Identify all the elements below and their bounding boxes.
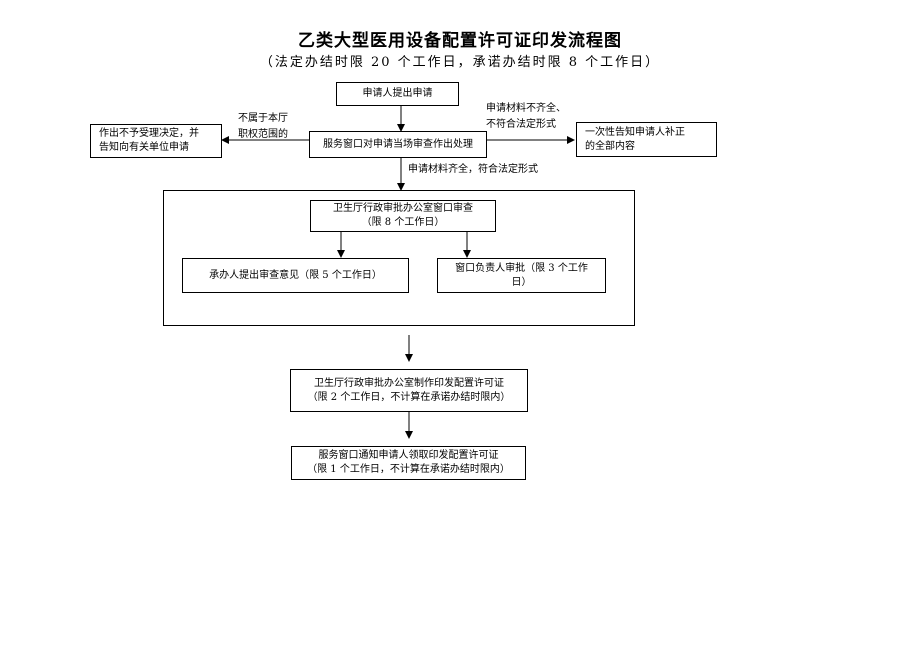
head-approval-text-2: 日）	[511, 276, 532, 288]
complete-text: 申请材料齐全，符合法定形式	[408, 164, 538, 175]
review-frame	[163, 190, 635, 326]
not-in-scope-text-2: 职权范围的	[238, 129, 288, 140]
incomplete-text-1: 申请材料不齐全、	[486, 103, 566, 114]
reject-text-2: 告知向有关单位申请	[99, 142, 189, 153]
window-process-text: 服务窗口对申请当场审查作出处理	[323, 138, 473, 150]
handler-opinion-text: 承办人提出审查意见（限 5 个工作日）	[209, 269, 382, 281]
collect-license-text-2: （限 1 个工作日，不计算在承诺办结时限内）	[307, 464, 510, 475]
apply-box: 申请人提出申请	[336, 82, 459, 106]
notify-box: 一次性告知申请人补正 的全部内容	[576, 122, 717, 157]
issue-license-text-1: 卫生厅行政审批办公室制作印发配置许可证	[314, 377, 504, 389]
office-review-text-1: 卫生厅行政审批办公室窗口审查	[333, 203, 473, 214]
issue-license-text-2: （限 2 个工作日，不计算在承诺办结时限内）	[307, 391, 511, 403]
not-in-scope-text-1: 不属于本厅	[238, 113, 288, 124]
head-approval-text-1: 窗口负责人审批（限 3 个工作	[455, 262, 588, 274]
collect-license-text-1: 服务窗口通知申请人领取印发配置许可证	[318, 450, 499, 461]
reject-text-1: 作出不予受理决定，并	[99, 128, 199, 139]
office-review-text-2: （限 8 个工作日）	[361, 217, 445, 228]
reject-box: 作出不予受理决定，并 告知向有关单位申请	[90, 124, 222, 158]
incomplete-text-2: 不符合法定形式	[486, 119, 556, 130]
handler-opinion-box: 承办人提出审查意见（限 5 个工作日）	[182, 258, 409, 293]
notify-text-2: 的全部内容	[585, 140, 635, 152]
page-subtitle: （法定办结时限 20 个工作日，承诺办结时限 8 个工作日）	[259, 55, 661, 70]
notify-text-1: 一次性告知申请人补正	[585, 126, 685, 138]
office-review-box: 卫生厅行政审批办公室窗口审查 （限 8 个工作日）	[310, 200, 496, 232]
window-process-box: 服务窗口对申请当场审查作出处理	[309, 131, 487, 158]
apply-text: 申请人提出申请	[362, 88, 433, 99]
head-approval-box: 窗口负责人审批（限 3 个工作 日）	[437, 258, 606, 293]
incomplete-label: 申请材料不齐全、 不符合法定形式	[486, 101, 566, 133]
page-title: 乙类大型医用设备配置许可证印发流程图	[298, 31, 622, 51]
complete-label: 申请材料齐全，符合法定形式	[408, 162, 538, 178]
not-in-scope-label: 不属于本厅 职权范围的	[238, 111, 288, 143]
issue-license-box: 卫生厅行政审批办公室制作印发配置许可证 （限 2 个工作日，不计算在承诺办结时限…	[290, 369, 528, 412]
collect-license-box: 服务窗口通知申请人领取印发配置许可证 （限 1 个工作日，不计算在承诺办结时限内…	[291, 446, 526, 480]
